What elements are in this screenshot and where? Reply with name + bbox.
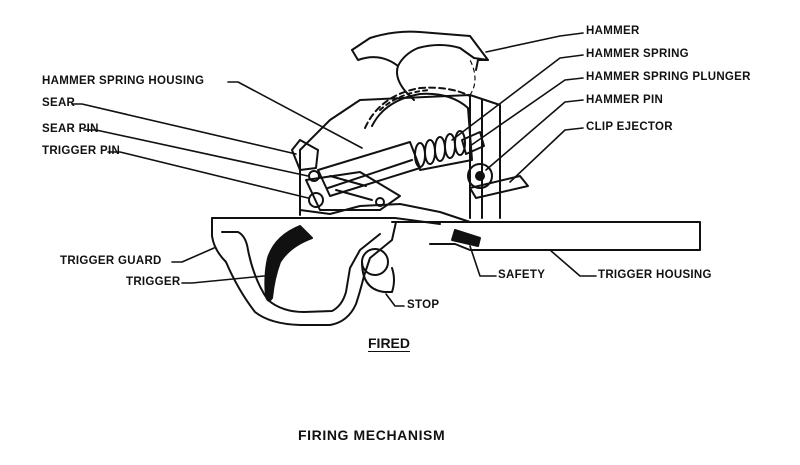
frame-plate-shape: [299, 94, 501, 219]
hammer-body-shape: [371, 92, 473, 171]
trigger-guard-shape: [211, 217, 397, 326]
trigger-pin-shape: [308, 192, 324, 208]
hammer-spring-coils: [414, 130, 466, 168]
label-trigger-pin: TRIGGER PIN: [42, 145, 121, 157]
leader-hammer-spring-housing: [227, 81, 363, 149]
label-hammer-spring: HAMMER SPRING: [586, 48, 689, 60]
leader-stop: [385, 293, 405, 307]
leader-sear: [71, 103, 297, 155]
leader-lines: [71, 32, 597, 307]
leader-trigger-pin: [107, 151, 309, 199]
sear-shape: [291, 139, 319, 171]
label-hammer-spring-plunger: HAMMER SPRING PLUNGER: [586, 71, 751, 83]
leader-sear-pin: [83, 129, 309, 177]
trigger-shape: [264, 225, 313, 302]
trigger-housing-shape: [391, 221, 701, 251]
figure-title: FIRING MECHANISM: [298, 427, 446, 443]
leader-clip-ejector: [509, 127, 584, 183]
label-trigger-housing: TRIGGER HOUSING: [598, 269, 712, 281]
housing-rail-shape: [211, 217, 441, 225]
state-caption: FIRED: [368, 335, 410, 351]
label-hammer-pin: HAMMER PIN: [586, 94, 664, 106]
sear-pin-shape: [308, 170, 320, 182]
label-hammer-spring-housing: HAMMER SPRING HOUSING: [42, 75, 205, 87]
leader-safety: [469, 245, 497, 277]
label-trigger: TRIGGER: [126, 276, 181, 288]
label-sear: SEAR: [42, 97, 76, 109]
leader-trigger: [181, 275, 265, 284]
clip-ejector-shape: [469, 175, 529, 199]
label-sear-pin: SEAR PIN: [42, 123, 99, 135]
leader-hammer: [485, 32, 584, 53]
safety-shape: [451, 229, 481, 247]
label-safety: SAFETY: [498, 269, 546, 281]
trigger-linkage-shape: [305, 171, 401, 211]
label-hammer: HAMMER: [586, 25, 640, 37]
hammer-spring-housing-shape: [317, 141, 421, 197]
label-clip-ejector: CLIP EJECTOR: [586, 121, 673, 133]
label-trigger-guard: TRIGGER GUARD: [60, 255, 162, 267]
hammer-shape: [351, 30, 489, 101]
leader-hammer-spring-plunger: [469, 77, 584, 147]
leader-trigger-guard: [171, 247, 215, 263]
leader-hammer-spring: [451, 54, 584, 141]
label-stop: STOP: [407, 299, 440, 311]
leader-hammer-pin: [485, 99, 584, 171]
hammer-pin-shape: [467, 163, 493, 189]
leader-trigger-housing: [549, 249, 597, 277]
hammer-spring-plunger-shape: [461, 131, 485, 155]
hammer-swing-arc: [364, 86, 471, 129]
